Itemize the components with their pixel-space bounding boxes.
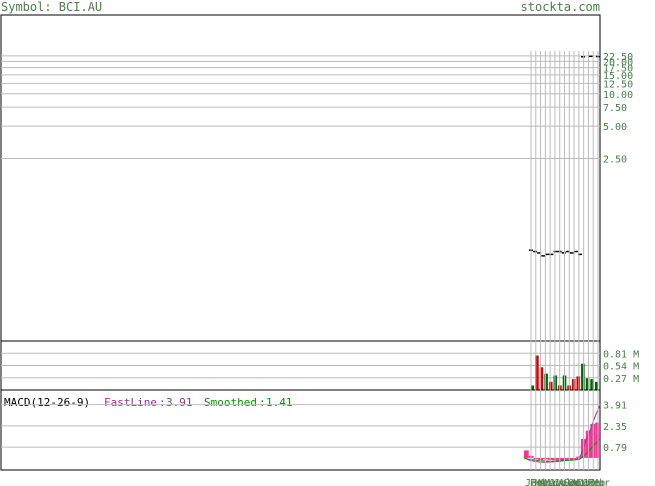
macd-smoothed-line (523, 438, 601, 462)
macd-tick-label: 0.79 (603, 443, 627, 454)
volume-tick-label: 0.54 M (603, 362, 639, 373)
month-tick-label: Jan (582, 478, 600, 486)
macd-title: MACD(12-26-9) (4, 396, 90, 409)
price-tick-label: 17.50 (603, 64, 633, 75)
macd-fast-legend-value: 3.91 (166, 396, 193, 409)
macd-smoothed-legend-colon: : (259, 396, 266, 409)
price-tick-label: 22.50 (603, 52, 633, 63)
month-tick-label: Mar (535, 478, 553, 486)
volume-tick-label: 0.81 M (603, 349, 639, 360)
symbol-label: Symbol: BCI.AU (1, 0, 103, 14)
volume-bar (548, 381, 553, 390)
volume-bar (539, 367, 544, 390)
volume-tick-label: 0.27 M (603, 374, 639, 385)
month-tick-label: Jun (549, 478, 567, 486)
price-tick-label: 5.00 (603, 122, 627, 133)
month-tick-label: Aug (559, 478, 577, 486)
price-tick-label: 20.00 (603, 57, 633, 68)
macd-panel: MACD(12-26-9) FastLine : 3.91 Smoothed :… (0, 389, 627, 471)
volume-bar (590, 379, 594, 390)
price-tick-label: 7.50 (603, 103, 627, 114)
month-tick-label: Jan (525, 478, 543, 486)
price-tick-label: 12.50 (603, 79, 633, 90)
volume-panel: 0.81 M 0.54 M0.27 M (0, 340, 639, 391)
price-tick-label: 10.00 (603, 90, 633, 101)
site-label[interactable]: stockta.com (520, 0, 600, 14)
macd-panel-frame (0, 389, 601, 471)
macd-histogram-bar (524, 450, 529, 458)
volume-bar (576, 376, 581, 390)
macd-smoothed-legend-name: Smoothed (204, 396, 257, 409)
macd-tick-label: 3.91 (603, 401, 627, 412)
macd-tick-label: 2.35 (603, 422, 627, 433)
month-tick-label: Jul (554, 478, 572, 486)
month-tick-label: Apr (539, 478, 557, 486)
month-tick-label: Feb (530, 478, 548, 486)
month-tick-label: Oct (568, 478, 586, 486)
volume-bar (535, 355, 539, 390)
month-tick-label: Sep (563, 478, 581, 486)
month-tick-label: May (544, 478, 562, 486)
macd-fast-legend-colon: : (159, 396, 166, 409)
price-tick-label: 2.50 (603, 154, 627, 165)
month-tick-label: Mar (592, 478, 610, 486)
x-axis: JanFebMarAprMayJunJulAugSepOctNovDecJanF… (525, 51, 610, 486)
volume-bar (530, 385, 535, 390)
price-panel-frame (0, 14, 601, 342)
macd-smoothed-legend-value: 1.41 (266, 396, 293, 409)
price-tick-label: 15.00 (603, 71, 633, 82)
month-tick-label: Nov (573, 478, 591, 486)
macd-fast-legend-name: FastLine (104, 396, 157, 409)
volume-bar (544, 373, 548, 390)
volume-bar (585, 378, 590, 390)
month-tick-label: Dec (578, 478, 596, 486)
volume-bar (581, 363, 585, 390)
volume-bar (594, 381, 599, 390)
month-tick-label: Feb (587, 478, 605, 486)
